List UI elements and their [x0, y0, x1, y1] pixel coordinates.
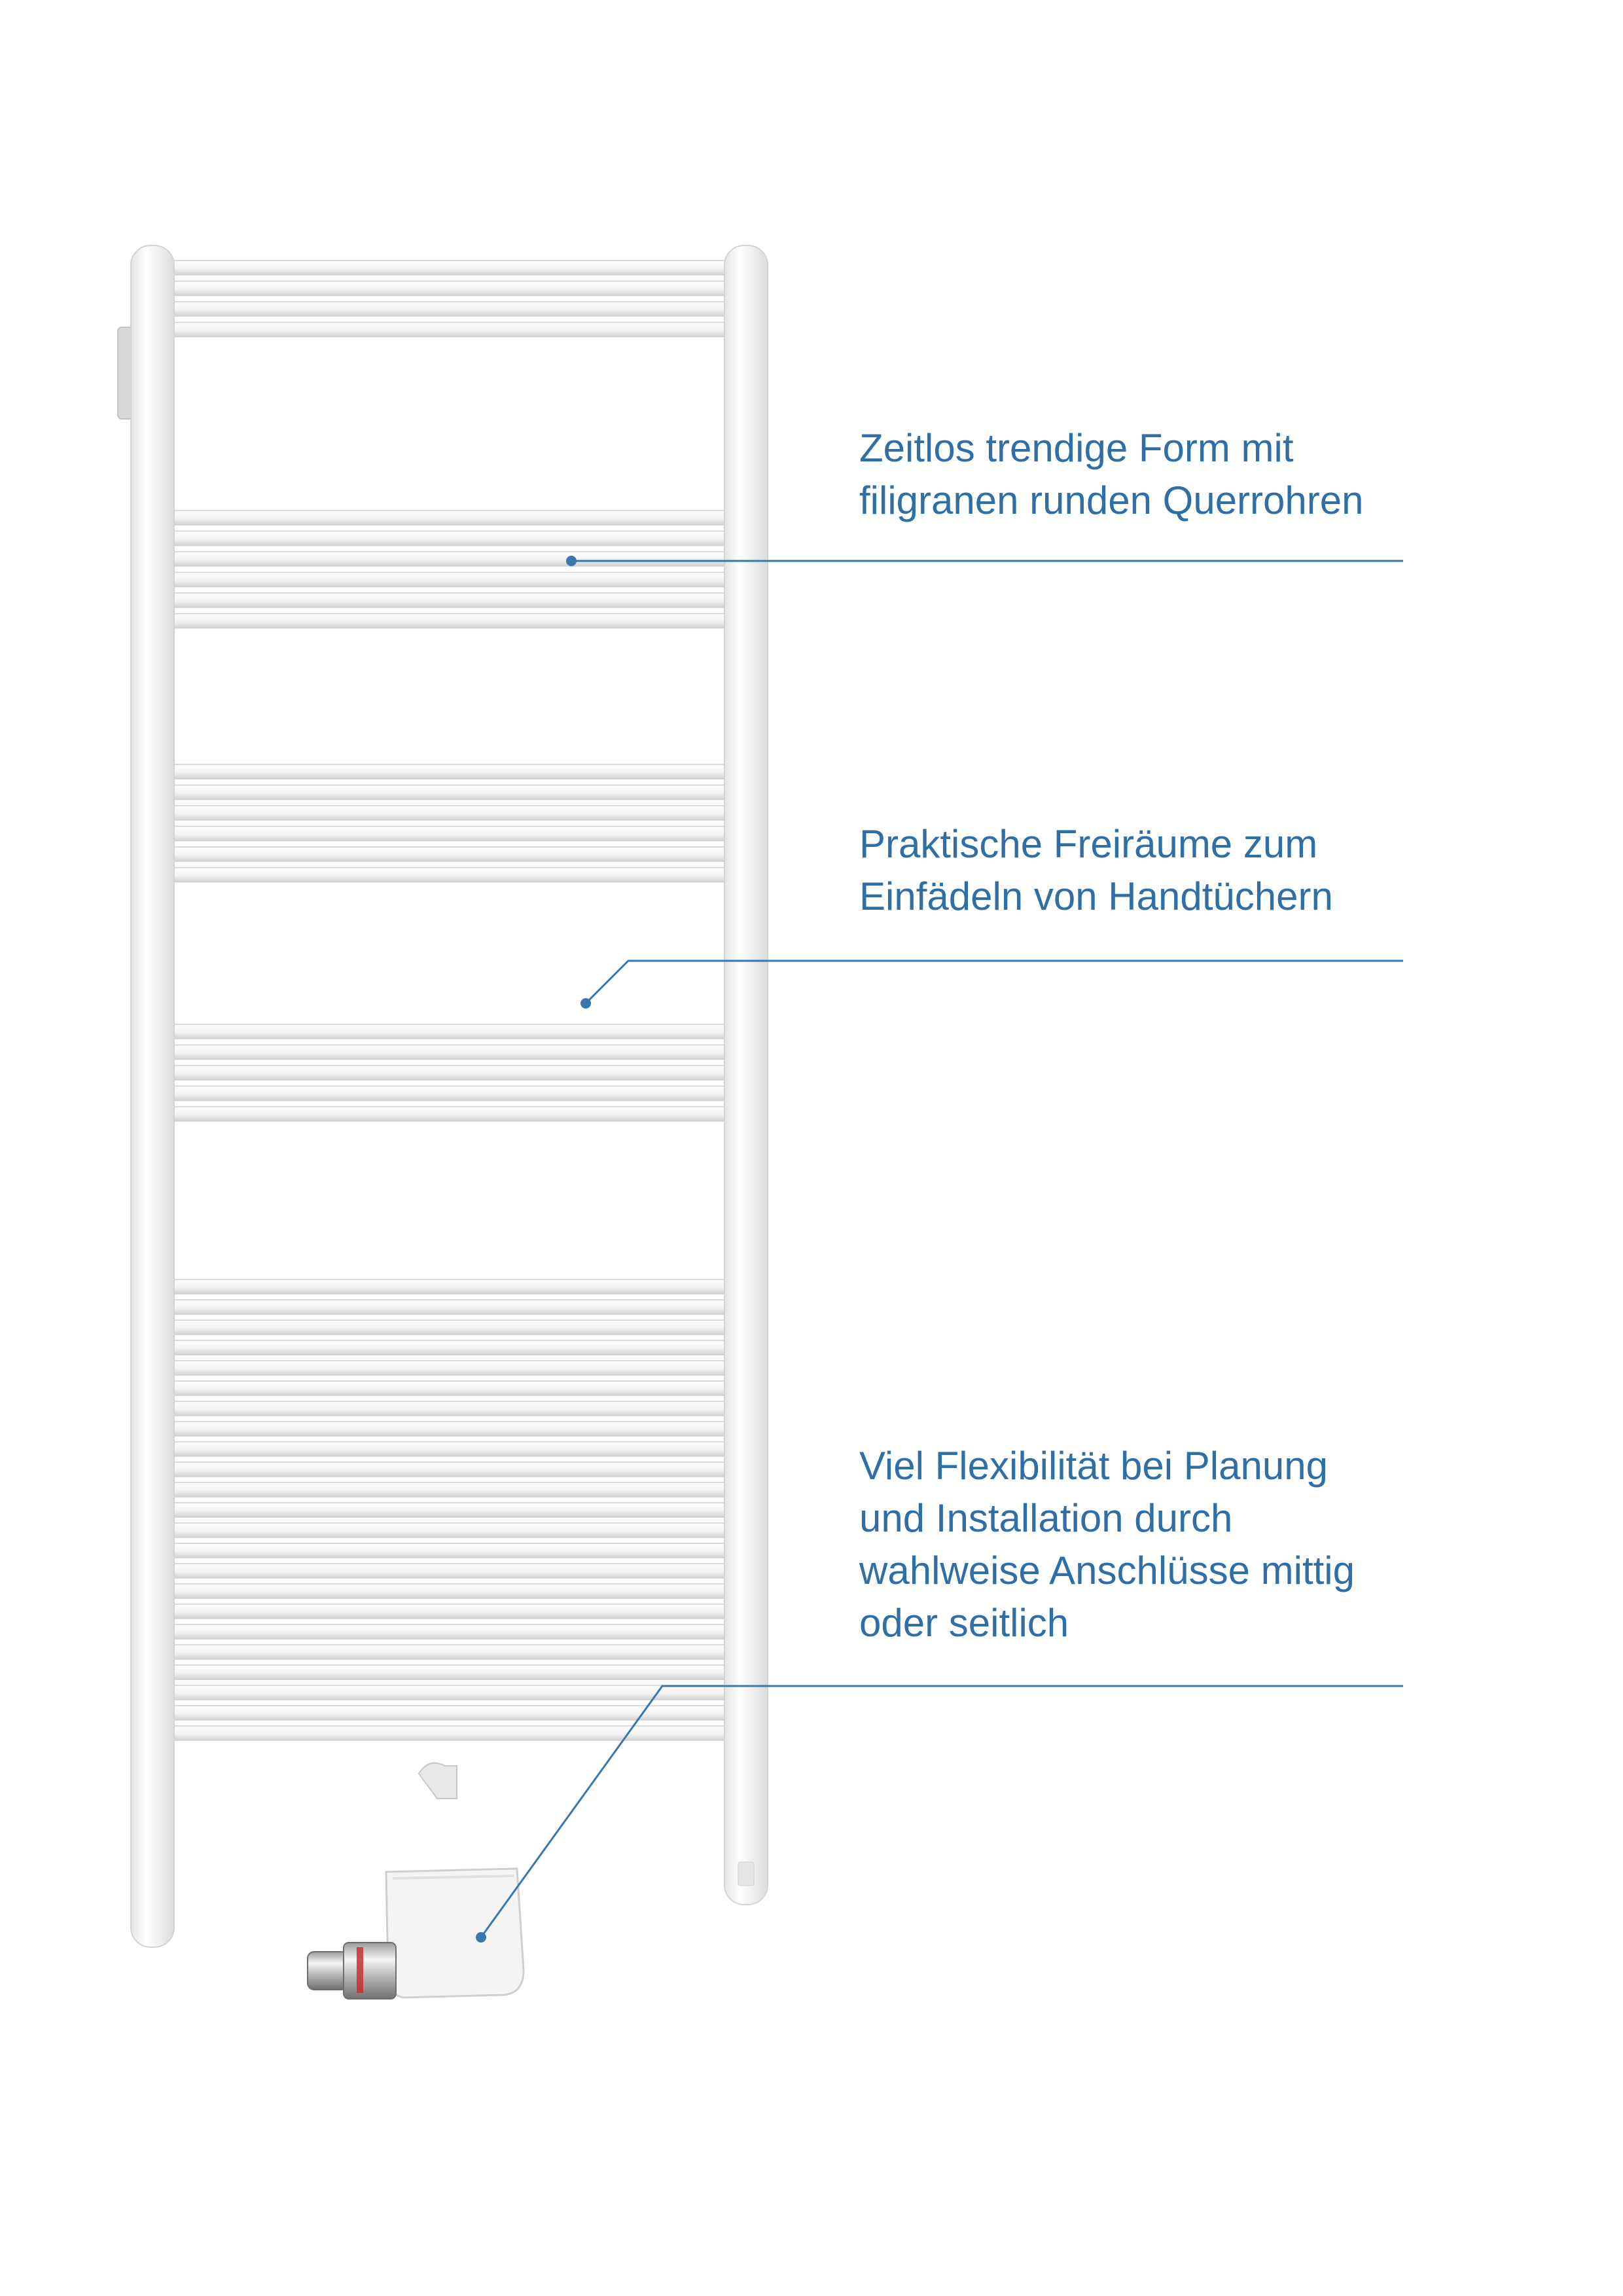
label-plate	[738, 1861, 755, 1886]
cross-tube	[156, 1421, 740, 1437]
cross-tube	[156, 1085, 740, 1102]
callout-line: Einfädeln von Handtüchern	[859, 874, 1333, 918]
cross-tube	[156, 1024, 740, 1039]
cross-tube	[156, 592, 740, 608]
callout-line: Viel Flexibilität bei Planung	[859, 1444, 1328, 1488]
tube-clip	[418, 1762, 457, 1799]
cross-tube	[156, 1705, 740, 1721]
leader-line-1	[566, 556, 1403, 566]
callout-line: filigranen runden Querrohren	[859, 478, 1364, 522]
callout-line: Zeitlos trendige Form mit	[859, 426, 1294, 470]
callout-flexible-connections: Viel Flexibilität bei Planung und Instal…	[859, 1440, 1514, 1649]
cross-tube	[156, 510, 740, 526]
cross-tube	[156, 1462, 740, 1477]
valve-cover	[385, 1867, 525, 1999]
cross-tube	[156, 1522, 740, 1538]
right-rail	[724, 245, 768, 1905]
cross-tube	[156, 1340, 740, 1355]
cross-tube	[156, 1624, 740, 1640]
cross-tube	[156, 825, 740, 842]
callout-towel-gaps: Praktische Freiräume zum Einfädeln von H…	[859, 818, 1514, 923]
cross-tube	[156, 764, 740, 780]
cross-tube	[156, 321, 740, 338]
cross-tube	[156, 1319, 740, 1335]
cross-tube	[156, 1044, 740, 1060]
cross-tube	[156, 260, 740, 276]
cross-tube	[156, 280, 740, 296]
cross-tube	[156, 1725, 740, 1741]
cross-tube	[156, 805, 740, 821]
callout-line: und Installation durch	[859, 1496, 1233, 1540]
cross-tube	[156, 1604, 740, 1619]
callout-round-tubes: Zeitlos trendige Form mit filigranen run…	[859, 422, 1514, 527]
cross-tube	[156, 1401, 740, 1416]
cross-tube	[156, 613, 740, 629]
cross-tube	[156, 1106, 740, 1122]
cross-tube	[156, 867, 740, 883]
cross-tube	[156, 551, 740, 567]
callout-line: Praktische Freiräume zum	[859, 822, 1318, 866]
cross-tube	[156, 1644, 740, 1660]
cross-tube	[156, 530, 740, 547]
cross-tube	[156, 1543, 740, 1558]
cross-tube	[156, 1441, 740, 1457]
cross-tube	[156, 1664, 740, 1680]
leader-line-2	[580, 960, 1403, 1009]
cross-tube	[156, 846, 740, 862]
cross-tube	[156, 1299, 740, 1315]
left-rail	[130, 245, 175, 1948]
cross-tube	[156, 1502, 740, 1518]
cross-tubes	[156, 260, 740, 1741]
leader-line-3	[476, 1685, 1403, 1943]
cross-tube	[156, 1685, 740, 1700]
callout-line: oder seitlich	[859, 1601, 1069, 1645]
cross-tube	[156, 571, 740, 588]
chrome-valve	[307, 1942, 397, 2000]
cross-tube	[156, 784, 740, 800]
cross-tube	[156, 1065, 740, 1081]
cross-tube	[156, 301, 740, 317]
cross-tube	[156, 1380, 740, 1396]
cross-tube	[156, 1583, 740, 1599]
callout-line: wahlweise Anschlüsse mittig	[859, 1549, 1355, 1592]
cross-tube	[156, 1360, 740, 1376]
cross-tube	[156, 1563, 740, 1579]
cross-tube	[156, 1279, 740, 1295]
cross-tube	[156, 1482, 740, 1498]
